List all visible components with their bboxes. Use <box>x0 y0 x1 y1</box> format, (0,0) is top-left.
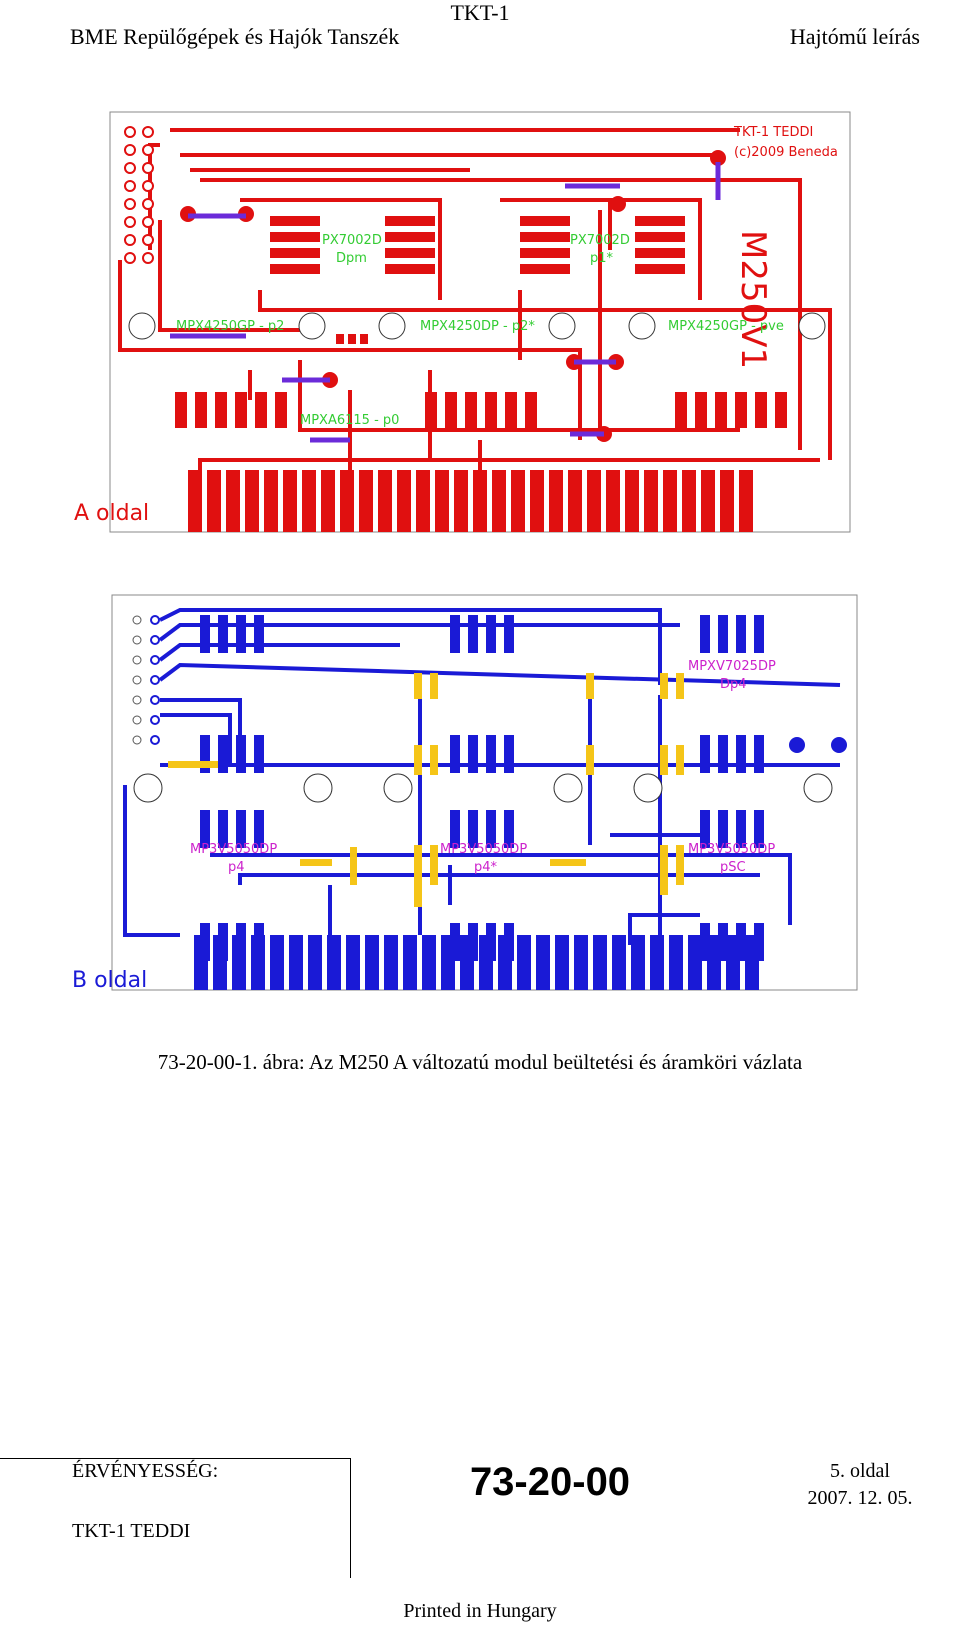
silk-mp3v-left: MP3V5050DP <box>190 842 277 857</box>
connector-finger <box>207 470 221 532</box>
silk-mpx4250dp-mid: MPX4250DP - p2* <box>420 319 535 334</box>
yellow-vias-b <box>168 673 684 907</box>
connector-finger <box>536 935 550 990</box>
connector-finger <box>631 935 645 990</box>
connector-finger <box>289 935 303 990</box>
connector-finger <box>245 470 259 532</box>
silk-mpx7002d-right-sub: p1* <box>590 251 614 266</box>
connector-finger <box>264 470 278 532</box>
connector-finger <box>403 935 417 990</box>
header-pins-b <box>132 615 160 745</box>
silk-mp3v-mid: MP3V5050DP <box>440 842 527 857</box>
page-number: 5. oldal <box>830 1460 890 1482</box>
side-label-a: A oldal <box>74 501 149 526</box>
connector-finger <box>555 935 569 990</box>
connector-finger <box>384 935 398 990</box>
mounting-holes-a <box>128 312 826 340</box>
connector-finger <box>397 470 411 532</box>
connector-finger <box>188 470 202 532</box>
silk-mpxv7025dp-sub: Dp4 <box>720 677 747 692</box>
connector-finger <box>701 470 715 532</box>
connector-finger <box>340 470 354 532</box>
board-name: M250V1 <box>733 230 773 369</box>
side-label-b: B oldal <box>72 968 147 993</box>
connector-finger <box>365 935 379 990</box>
footer-divider <box>0 1458 350 1459</box>
connector-finger <box>422 935 436 990</box>
connector-finger <box>587 470 601 532</box>
traces-a <box>118 128 832 480</box>
connector-finger <box>270 935 284 990</box>
printed-notice: Printed in Hungary <box>403 1600 557 1622</box>
silk-mpx7002d-right: PX7002D <box>570 233 630 248</box>
connector-finger <box>302 470 316 532</box>
validity-value: TKT-1 TEDDI <box>72 1520 191 1542</box>
connector-finger <box>688 935 702 990</box>
connector-finger <box>650 935 664 990</box>
connector-finger <box>606 470 620 532</box>
connector-finger <box>568 470 582 532</box>
connector-finger <box>720 470 734 532</box>
vias-b <box>789 737 847 753</box>
connector-finger <box>378 470 392 532</box>
doc-code: TKT-1 <box>450 0 510 25</box>
connector-finger <box>492 470 506 532</box>
connector-finger <box>669 935 683 990</box>
connector-finger <box>321 470 335 532</box>
credit-line-1: TKT-1 TEDDI <box>733 125 813 140</box>
connector-finger <box>530 470 544 532</box>
document-number: 73-20-00 <box>469 1460 631 1504</box>
credit-line-2: (c)2009 Beneda <box>734 145 838 160</box>
connector-finger <box>574 935 588 990</box>
connector-finger <box>707 935 721 990</box>
mounting-holes-b <box>133 773 833 803</box>
pcb-a-side-diagram: TKT-1 TEDDI (c)2009 Beneda M250V1 PX7002… <box>74 111 851 533</box>
figure-caption: 73-20-00-1. ábra: Az M250 A változatú mo… <box>157 1050 803 1074</box>
silk-mpx4250gp-left: MPX4250GP - p2 <box>176 319 284 334</box>
header-pins-a <box>124 126 154 264</box>
silk-mpx7002d-left: PX7002D <box>322 233 382 248</box>
traces-b <box>123 608 841 955</box>
silk-mpxa6115: MPXA6115 - p0 <box>300 413 399 428</box>
silk-mpx4250gp-right: MPX4250GP - pve <box>668 319 784 334</box>
connector-finger <box>682 470 696 532</box>
silk-mp3v-mid-sub: p4* <box>474 860 498 875</box>
connector-finger <box>549 470 563 532</box>
footer-vertical-divider <box>350 1458 351 1578</box>
connector-finger <box>511 470 525 532</box>
connector-finger <box>625 470 639 532</box>
connector-finger <box>416 470 430 532</box>
document-date: 2007. 12. 05. <box>807 1487 913 1509</box>
connector-finger <box>435 470 449 532</box>
connector-finger <box>226 470 240 532</box>
pcb-b-side-diagram: MPXV7025DP Dp4 MP3V5050DP p4 MP3V5050DP … <box>72 594 858 993</box>
department-name: BME Repülőgépek és Hajók Tanszék <box>70 24 400 49</box>
silk-mp3v-right-sub: pSC <box>720 860 746 875</box>
connector-finger <box>359 470 373 532</box>
silk-mpx7002d-left-sub: Dpm <box>336 251 367 266</box>
doc-type: Hajtómű leírás <box>789 24 920 49</box>
sensor-pads-a <box>175 216 787 428</box>
connector-finger <box>739 470 753 532</box>
connector-finger <box>283 470 297 532</box>
edge-connector-a <box>188 470 753 532</box>
connector-finger <box>612 935 626 990</box>
connector-finger <box>346 935 360 990</box>
connector-finger <box>473 470 487 532</box>
connector-finger <box>644 470 658 532</box>
connector-finger <box>308 935 322 990</box>
connector-finger <box>517 935 531 990</box>
validity-label: ÉRVÉNYESSÉG: <box>72 1460 219 1482</box>
silk-mp3v-left-sub: p4 <box>228 860 245 875</box>
sensor-pads-b <box>200 615 764 961</box>
connector-finger <box>663 470 677 532</box>
jumpers-a <box>170 162 721 443</box>
silk-mp3v-right: MP3V5050DP <box>688 842 775 857</box>
silk-mpxv7025dp: MPXV7025DP <box>688 659 776 674</box>
connector-finger <box>593 935 607 990</box>
connector-finger <box>454 470 468 532</box>
